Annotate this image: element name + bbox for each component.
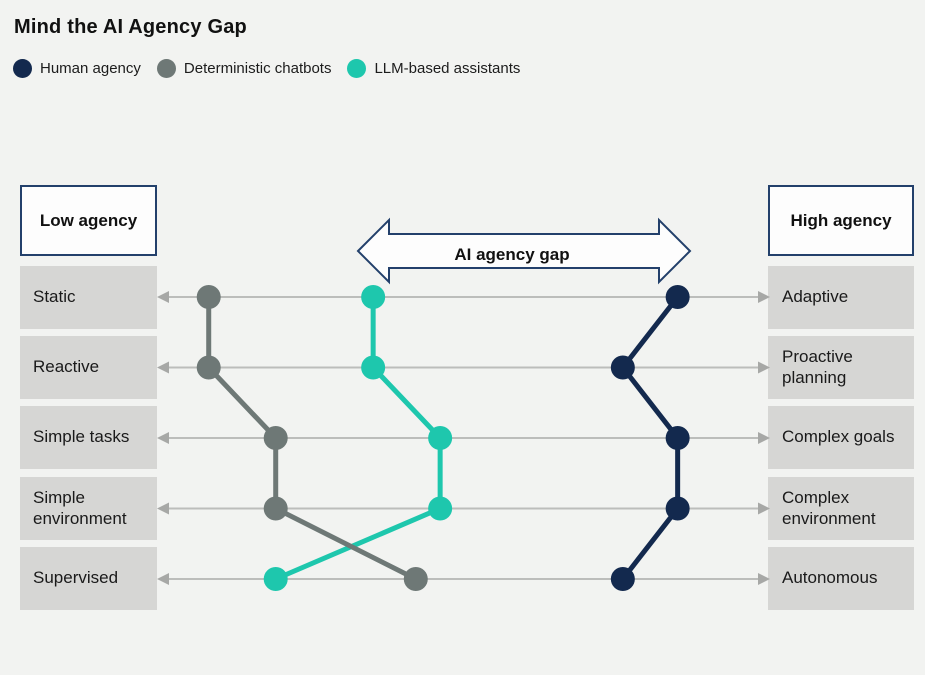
row-label-text: Reactive xyxy=(33,357,100,377)
legend-label: Human agency xyxy=(40,60,141,77)
data-point-llm-based-assistants xyxy=(428,496,453,521)
data-point-deterministic-chatbots xyxy=(196,285,221,309)
chart-title: Mind the AI Agency Gap xyxy=(14,16,247,38)
track-arrowhead-left xyxy=(157,432,169,444)
high-agency-header-box: High agency xyxy=(768,185,914,256)
data-point-human-agency xyxy=(610,567,635,591)
data-point-human-agency xyxy=(610,355,635,380)
track-arrowhead-left xyxy=(157,573,169,585)
track-arrowhead-left xyxy=(157,502,169,515)
track-arrowhead-left xyxy=(157,361,169,374)
row-label-text: Complex environment xyxy=(782,487,876,528)
track-arrowhead-right xyxy=(758,573,770,585)
data-point-deterministic-chatbots xyxy=(196,355,221,380)
legend-item-human-agency: Human agency xyxy=(13,59,141,78)
track-arrowhead-right xyxy=(758,502,770,515)
data-point-human-agency xyxy=(665,496,690,521)
high-agency-label: High agency xyxy=(790,210,892,230)
legend-dot-deterministic-chatbots xyxy=(156,59,176,78)
track-arrowhead-left xyxy=(157,291,169,303)
row-label-left-reactive: Reactive xyxy=(20,336,157,399)
row-label-text: Complex goals xyxy=(782,427,895,447)
track-arrowhead-right xyxy=(758,291,770,303)
data-point-human-agency xyxy=(665,285,690,309)
track-arrowhead-right xyxy=(758,432,770,444)
series-lines xyxy=(196,285,690,591)
data-point-llm-based-assistants xyxy=(428,426,453,450)
legend: Human agency Deterministic chatbots LLM-… xyxy=(13,59,520,78)
row-label-text: Static xyxy=(33,287,76,307)
row-label-left-simple-tasks: Simple tasks xyxy=(20,406,157,469)
data-point-deterministic-chatbots xyxy=(263,426,288,450)
row-label-text: Autonomous xyxy=(782,568,878,588)
row-label-left-static: Static xyxy=(20,266,157,329)
row-label-right-complex-goals: Complex goals xyxy=(768,406,914,469)
legend-dot-human-agency xyxy=(13,59,32,78)
low-agency-header-box: Low agency xyxy=(20,185,157,256)
row-label-right-proactive-planning: Proactive planning xyxy=(768,336,914,399)
row-label-text: Simple tasks xyxy=(33,427,130,447)
legend-label: Deterministic chatbots xyxy=(183,60,332,77)
data-point-deterministic-chatbots xyxy=(263,496,288,521)
row-label-text: Supervised xyxy=(33,568,119,588)
data-point-llm-based-assistants xyxy=(361,285,386,309)
low-agency-label: Low agency xyxy=(39,210,138,230)
ai-agency-gap-label: AI agency gap xyxy=(454,245,569,264)
legend-dot-llm-assistants xyxy=(347,59,367,78)
row-label-text: Adaptive xyxy=(782,287,849,307)
data-point-llm-based-assistants xyxy=(263,567,288,591)
row-label-left-simple-environment: Simple environment xyxy=(20,477,157,540)
row-label-right-autonomous: Autonomous xyxy=(768,547,914,610)
data-point-human-agency xyxy=(665,426,690,450)
legend-item-llm-assistants: LLM-based assistants xyxy=(347,59,520,78)
row-label-text: Simple environment xyxy=(33,487,127,528)
track-arrowhead-right xyxy=(758,361,770,374)
data-point-llm-based-assistants xyxy=(361,355,386,380)
data-point-deterministic-chatbots xyxy=(403,567,428,591)
ai-agency-gap-arrow xyxy=(356,217,692,285)
legend-label: LLM-based assistants xyxy=(374,60,521,77)
row-label-right-adaptive: Adaptive xyxy=(768,266,914,329)
legend-item-deterministic-chatbots: Deterministic chatbots xyxy=(156,59,332,78)
row-label-text: Proactive planning xyxy=(782,346,853,387)
row-label-left-supervised: Supervised xyxy=(20,547,157,610)
track-lines xyxy=(157,291,770,585)
row-label-right-complex-environment: Complex environment xyxy=(768,477,914,540)
